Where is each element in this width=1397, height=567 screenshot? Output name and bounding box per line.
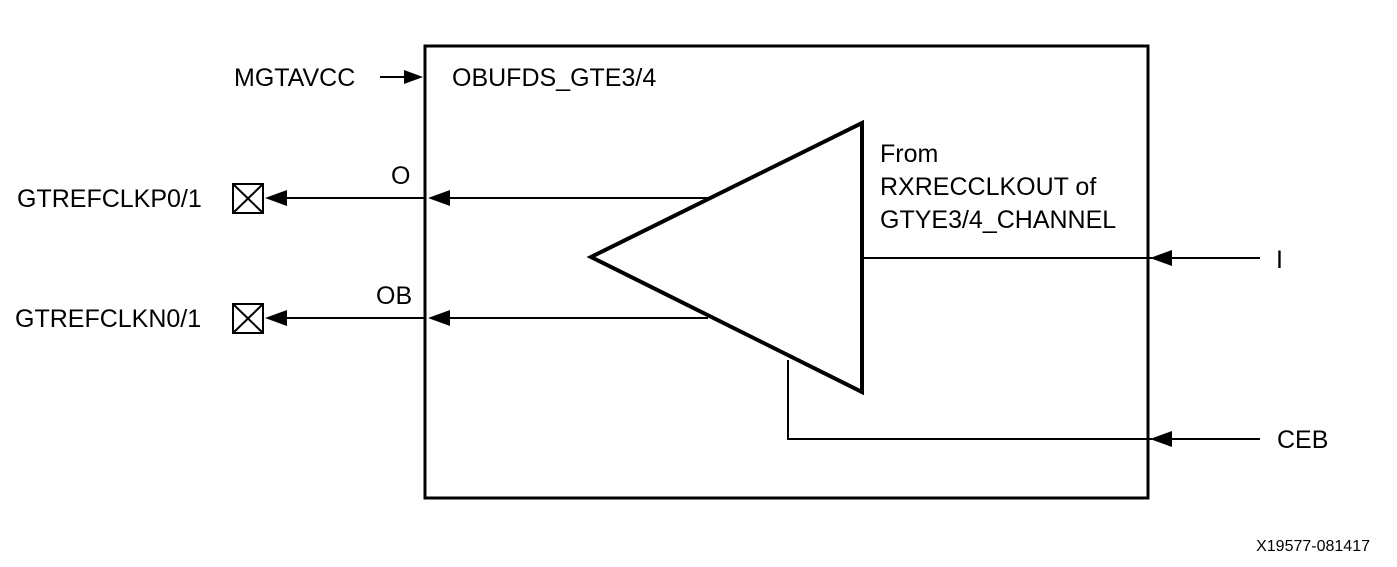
ceb-internal-line (787, 360, 1152, 440)
ceb-pin-label: CEB (1277, 426, 1328, 454)
block-outline (423, 44, 1150, 500)
pad-p-icon (232, 183, 264, 214)
source-note-line-1: From (880, 140, 938, 168)
o-arrowhead-icon (428, 190, 450, 206)
o-pin-label: O (391, 162, 410, 190)
i-arrowhead-icon (1150, 250, 1172, 266)
i-pin-label: I (1276, 246, 1283, 274)
source-note-line-2: RXRECCLKOUT of (880, 173, 1096, 201)
supply-arrowhead-icon (404, 70, 423, 84)
block-title: OBUFDS_GTE3/4 (452, 64, 656, 92)
ceb-arrowhead-icon (1150, 431, 1172, 447)
buffer-triangle (586, 119, 864, 396)
ob-pad-arrowhead-icon (265, 310, 287, 326)
pad-p-label: GTREFCLKP0/1 (17, 185, 202, 213)
figure-id: X19577-081417 (1256, 538, 1370, 555)
supply-label: MGTAVCC (234, 64, 355, 92)
source-note-line-3: GTYE3/4_CHANNEL (880, 206, 1116, 234)
pad-n-label: GTREFCLKN0/1 (15, 305, 201, 333)
ob-pin-label: OB (376, 282, 412, 310)
o-pad-arrowhead-icon (265, 190, 287, 206)
pad-n-icon (232, 303, 264, 334)
ob-arrowhead-icon (428, 310, 450, 326)
